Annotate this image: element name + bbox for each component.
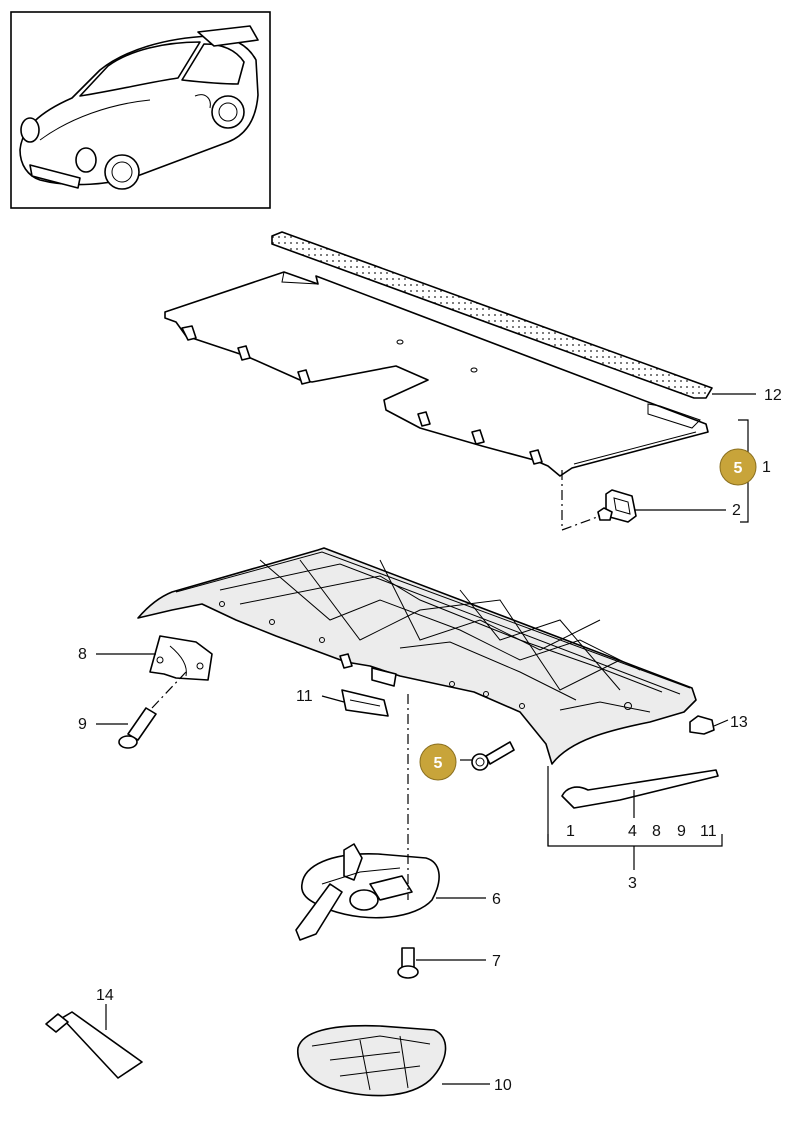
car-inset (10, 11, 271, 209)
badge-label: 5 (434, 755, 443, 772)
callout-7: 7 (492, 953, 501, 970)
callout-labels: 12 1 2 13 8 9 11 1 4 8 9 11 3 6 7 14 10 (78, 387, 782, 1094)
group3-label-9: 9 (677, 823, 686, 840)
part-11-clip (341, 689, 389, 717)
callout-12: 12 (764, 387, 782, 404)
part-1-panel (164, 271, 709, 477)
part-8-bracket (149, 635, 213, 681)
part-7-screw (397, 947, 419, 979)
group3-label-1: 1 (566, 823, 575, 840)
leader-lines (96, 393, 756, 1085)
part-12-strip (271, 231, 713, 399)
group3-label-11: 11 (700, 823, 717, 840)
callout-1: 1 (762, 459, 771, 476)
badge-label: 5 (734, 460, 743, 477)
part-9-bolt (118, 707, 157, 749)
group3-label-8: 8 (652, 823, 661, 840)
part-4-strip (561, 769, 719, 809)
axis-line-bolt-9 (151, 671, 187, 709)
badge-circle (419, 743, 457, 781)
callout-3: 3 (628, 875, 637, 892)
badge-circle (719, 448, 757, 486)
callout-6: 6 (492, 891, 501, 908)
callout-2: 2 (732, 502, 741, 519)
callout-11: 11 (296, 688, 313, 705)
part-13-clip (689, 715, 715, 735)
part-14-tube (45, 1011, 143, 1079)
badge-5-upper: 5 (719, 448, 757, 486)
callout-8: 8 (78, 646, 87, 663)
callout-14: 14 (96, 987, 114, 1004)
part-10-cover (297, 1024, 447, 1097)
callout-9: 9 (78, 716, 87, 733)
axis-line-upper (561, 470, 601, 531)
part-3-frame (137, 547, 697, 765)
part-6-mechanism (295, 843, 440, 941)
part-5-screw (471, 741, 515, 771)
part-2-clip (597, 489, 637, 523)
group3-label-4: 4 (628, 823, 637, 840)
callout-10: 10 (494, 1077, 512, 1094)
badge-5-lower: 5 (419, 743, 457, 781)
callout-13: 13 (730, 714, 748, 731)
